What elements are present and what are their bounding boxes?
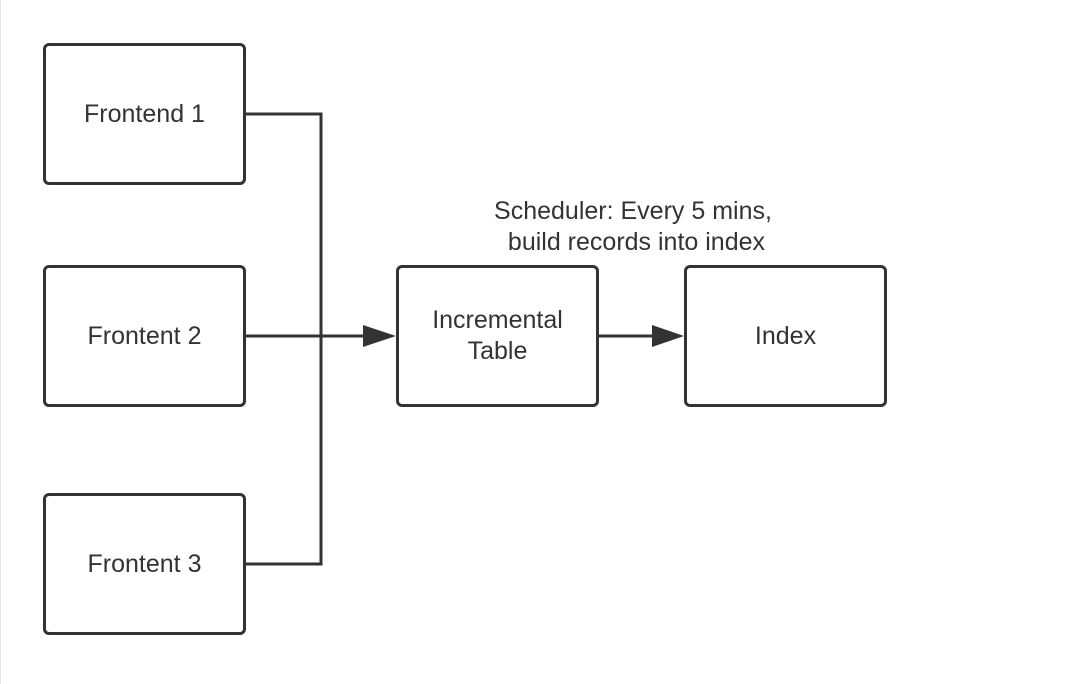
scheduler-annotation: Scheduler: Every 5 mins, build records i… (441, 196, 825, 258)
node-incremental-table-label: Incremental Table (432, 306, 563, 365)
arrowhead-to-index (652, 325, 684, 347)
node-frontend-3-label: Frontent 3 (87, 549, 202, 578)
node-frontend-2-label: Frontent 2 (87, 321, 202, 350)
arrowhead-to-incremental-table (363, 325, 396, 347)
scheduler-annotation-line-2: build records into index (500, 228, 766, 256)
node-frontend-1-label: Frontend 1 (84, 99, 205, 128)
node-frontend-2: Frontent 2 (43, 265, 246, 407)
connector-frontend-1 (246, 112, 323, 336)
connector-frontend-3 (246, 336, 323, 566)
node-frontend-1: Frontend 1 (43, 43, 246, 185)
node-frontend-3: Frontent 3 (43, 493, 246, 635)
scheduler-annotation-line-1: Scheduler: Every 5 mins, (494, 197, 772, 225)
node-incremental-table: Incremental Table (396, 265, 599, 407)
node-index-label: Index (754, 321, 817, 350)
node-index: Index (684, 265, 887, 407)
